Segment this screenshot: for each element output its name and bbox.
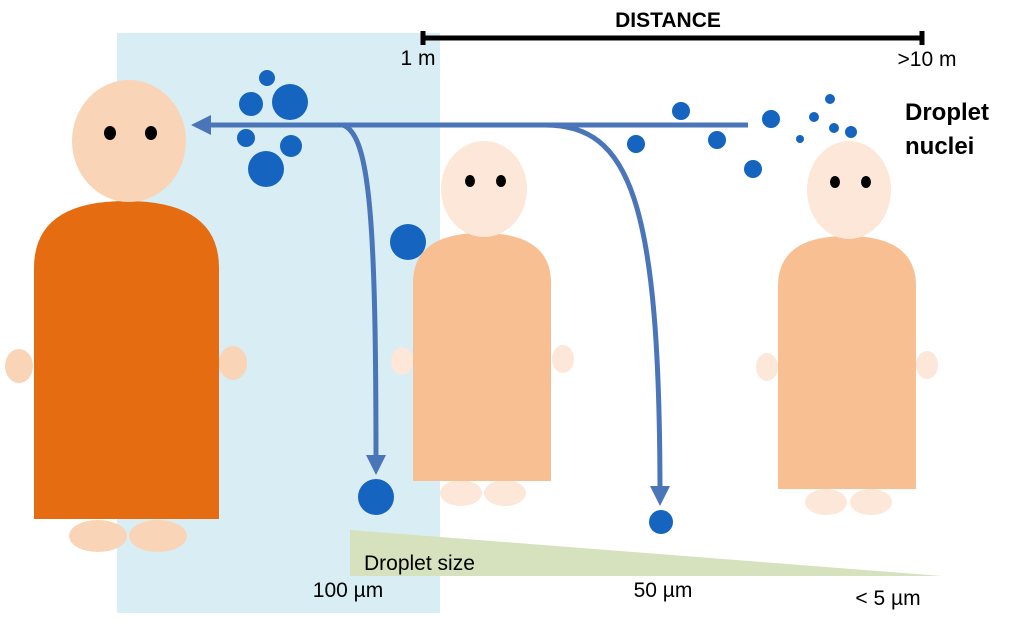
person-far-hand-right [916,351,938,379]
droplet [627,135,645,153]
droplet-nucleus [829,123,839,133]
droplet [280,135,302,157]
person-far [756,141,938,515]
person-middle-foot-left [440,480,482,506]
size-tick-50um: 50 µm [634,579,693,602]
distance-title: DISTANCE [615,9,721,32]
droplets [237,70,857,534]
person-middle-hand-left [391,347,413,375]
droplet [708,131,726,149]
person-middle-body [413,233,551,481]
droplet-nucleus [796,135,804,143]
person-far-foot-right [850,489,892,515]
droplet [259,70,275,86]
person-near-foot-left [69,520,127,552]
person-far-hand-left [756,353,778,381]
droplet-nucleus [825,94,835,104]
droplet [390,224,426,260]
person-near-body [34,201,219,519]
person-middle-head [441,141,527,237]
person-middle-foot-right [484,480,526,506]
person-near-hand-left [5,349,33,383]
person-middle-eye-left [465,175,475,187]
droplet-size-label: Droplet size [364,552,475,575]
droplet [672,102,690,120]
person-near [5,80,247,552]
size-tick-100um: 100 µm [313,579,383,602]
size-tick-5um: < 5 µm [855,587,920,610]
droplet [237,129,255,147]
person-far-eye-right [861,176,871,188]
person-middle-eye-right [496,175,506,187]
droplet-nucleus [845,126,857,138]
person-near-hand-right [219,346,247,380]
person-far-foot-left [805,489,847,515]
arrow-large-droplet-fall [341,122,386,475]
droplet-nuclei-label-line2: nuclei [905,133,974,160]
person-far-eye-left [830,176,840,188]
person-far-body [778,236,916,489]
droplet [239,92,263,116]
droplet-nuclei-label-line1: Droplet [905,99,989,126]
droplet [649,510,673,534]
droplet [358,479,394,515]
distance-far-label: >10 m [898,48,957,71]
person-near-eye-left [104,126,116,140]
droplet [744,160,762,178]
person-middle [391,141,574,506]
droplet-size-wedge [350,530,942,576]
droplet-nucleus [809,112,819,122]
distance-near-label: 1 m [400,47,435,70]
person-near-eye-right [145,126,157,140]
arrow-medium-droplet-fall [544,122,670,506]
person-near-head [72,80,186,202]
person-far-head [807,141,891,239]
droplet [272,84,308,120]
droplet [248,151,284,187]
person-near-foot-right [129,520,187,552]
person-middle-hand-right [552,345,574,373]
droplet [762,110,780,128]
distance-scale [420,31,925,45]
